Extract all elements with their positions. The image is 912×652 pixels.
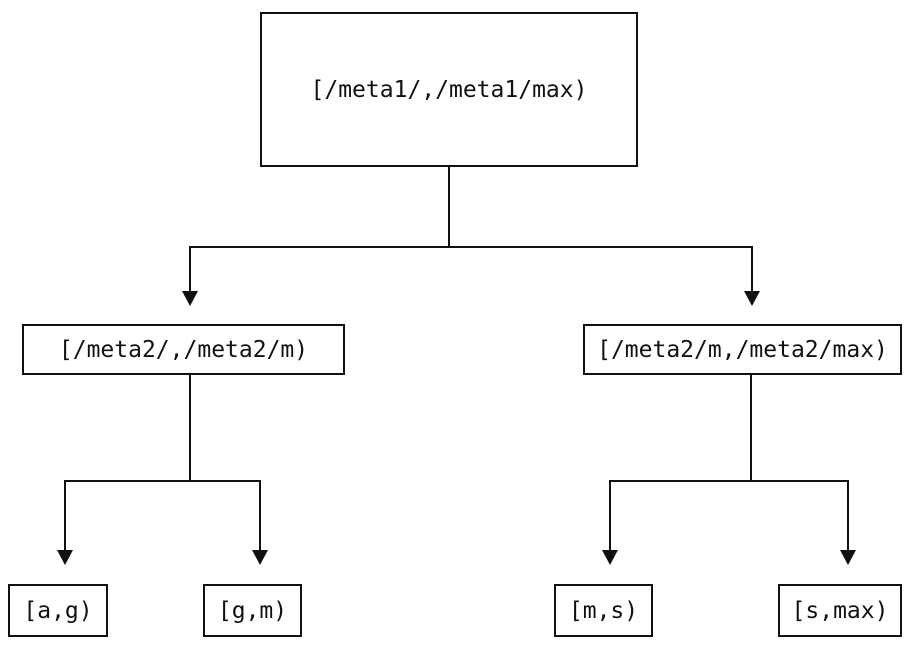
arrow-down-icon — [57, 550, 73, 565]
node-label: [/meta2/m,/meta2/max) — [597, 336, 888, 363]
node-leaf-ag-range: [a,g) — [8, 584, 108, 637]
edge-meta2-high-bar — [609, 480, 849, 482]
node-leaf-ms-range: [m,s) — [554, 584, 653, 637]
edge-meta2-low-to-leaf-ag — [64, 480, 66, 551]
edge-meta2-low-to-leaf-gm — [259, 480, 261, 551]
edge-meta2-high-to-leaf-smax — [847, 480, 849, 551]
edge-root-to-meta2-low — [189, 246, 191, 292]
arrow-down-icon — [182, 291, 198, 306]
edge-meta2-high-to-leaf-ms — [609, 480, 611, 551]
node-meta2-low-range: [/meta2/,/meta2/m) — [22, 324, 345, 375]
edge-root-to-meta2-high — [751, 246, 753, 292]
edge-meta2-low-stem — [189, 375, 191, 482]
edge-root-stem — [448, 167, 450, 248]
edge-root-bar — [189, 246, 753, 248]
node-label: [/meta2/,/meta2/m) — [58, 336, 309, 363]
node-leaf-smax-range: [s,max) — [778, 584, 902, 637]
node-leaf-gm-range: [g,m) — [203, 584, 302, 637]
node-label: [m,s) — [568, 597, 639, 624]
arrow-down-icon — [744, 291, 760, 306]
node-label: [a,g) — [23, 597, 93, 624]
arrow-down-icon — [252, 550, 268, 565]
edge-meta2-low-bar — [64, 480, 261, 482]
arrow-down-icon — [840, 550, 856, 565]
node-label: [/meta1/,/meta1/max) — [310, 76, 588, 103]
node-label: [s,max) — [791, 597, 889, 624]
node-meta2-high-range: [/meta2/m,/meta2/max) — [583, 324, 902, 375]
edge-meta2-high-stem — [750, 375, 752, 482]
node-label: [g,m) — [217, 597, 288, 624]
arrow-down-icon — [602, 550, 618, 565]
node-root-meta1-range: [/meta1/,/meta1/max) — [260, 12, 638, 167]
